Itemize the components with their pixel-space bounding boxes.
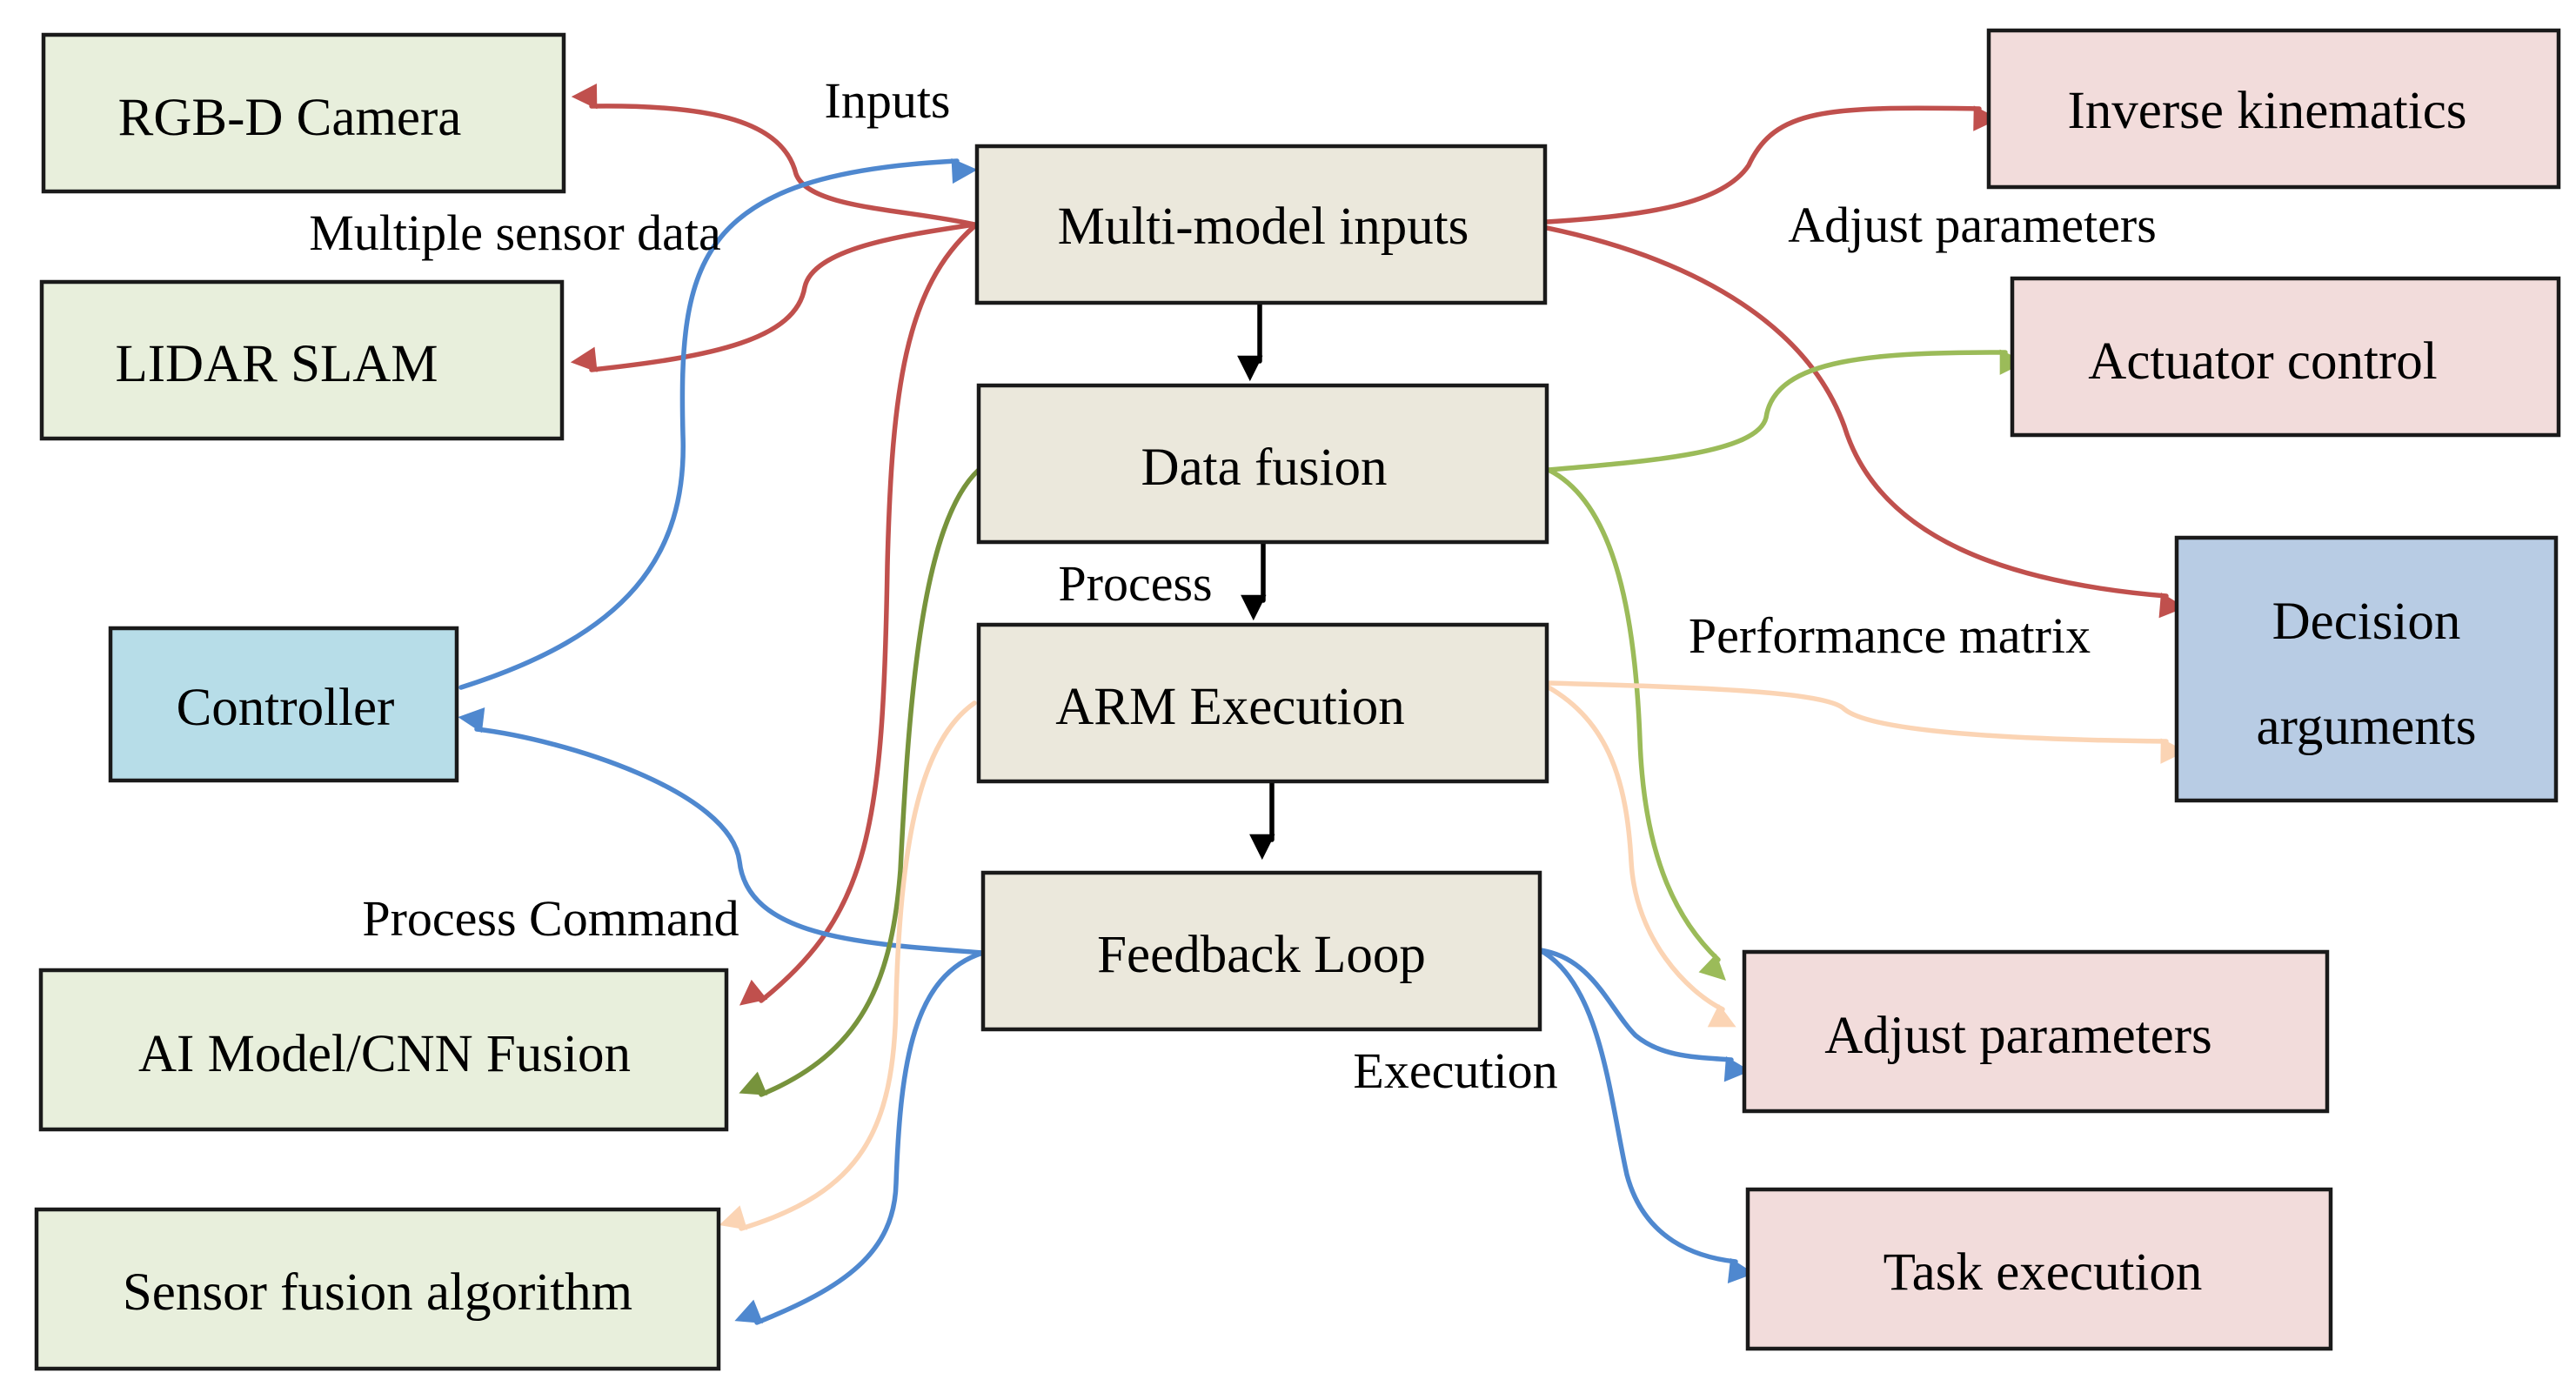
node-decision-arguments: Decision arguments bbox=[2174, 535, 2559, 803]
node-label: RGB-D Camera bbox=[118, 89, 462, 147]
node-feedback-loop: Feedback Loop bbox=[980, 870, 1542, 1032]
node-label-line2: arguments bbox=[2257, 698, 2477, 756]
connectors bbox=[458, 84, 2186, 1325]
node-adjust-parameters: Adjust parameters bbox=[1742, 949, 2330, 1114]
node-label: Task execution bbox=[1883, 1243, 2203, 1302]
node-data-fusion: Data fusion bbox=[976, 383, 1549, 545]
label-multiple-sensor-data: Multiple sensor data bbox=[309, 204, 721, 261]
label-adjust-parameters-top: Adjust parameters bbox=[1788, 197, 2157, 253]
label-performance-matrix: Performance matrix bbox=[1689, 607, 2091, 664]
node-rgbd-camera: RGB-D Camera bbox=[41, 32, 566, 194]
link-fusion-to-adjust bbox=[1546, 467, 1726, 981]
node-arm-execution: ARM Execution bbox=[976, 622, 1549, 784]
node-label: Actuator control bbox=[2088, 332, 2437, 391]
link-controller-to-multi bbox=[458, 157, 978, 690]
node-controller: Controller bbox=[108, 626, 459, 783]
link-multi-to-lidar bbox=[570, 222, 977, 372]
label-process-command: Process Command bbox=[362, 890, 739, 947]
link-fusion-to-actuator bbox=[1546, 349, 2026, 472]
node-label: Feedback Loop bbox=[1097, 926, 1426, 984]
link-multi-to-decision bbox=[1544, 225, 2186, 619]
node-ai-model: AI Model/CNN Fusion bbox=[38, 968, 729, 1132]
node-label: Multi-model inputs bbox=[1058, 198, 1469, 256]
link-arm-to-adjust bbox=[1546, 685, 1736, 1028]
label-execution: Execution bbox=[1353, 1042, 1557, 1099]
node-label: AI Model/CNN Fusion bbox=[138, 1025, 631, 1083]
link-multi-to-inverse bbox=[1544, 105, 1999, 224]
node-label: ARM Execution bbox=[1055, 678, 1405, 736]
label-inputs: Inputs bbox=[825, 72, 951, 129]
node-multi-model-inputs: Multi-model inputs bbox=[974, 144, 1548, 305]
node-label-line1: Decision bbox=[2272, 593, 2461, 651]
link-feedback-to-controller bbox=[458, 707, 986, 955]
link-fusion-to-ai bbox=[739, 467, 981, 1097]
node-label: LIDAR SLAM bbox=[115, 335, 438, 393]
node-actuator-control: Actuator control bbox=[2010, 276, 2561, 438]
label-process: Process bbox=[1058, 555, 1212, 612]
link-arm-to-sensor-fusion bbox=[719, 700, 977, 1231]
node-label: Sensor fusion algorithm bbox=[123, 1263, 632, 1322]
node-lidar-slam: LIDAR SLAM bbox=[39, 279, 565, 441]
link-feedback-to-sensor-fusion bbox=[734, 950, 986, 1325]
node-sensor-fusion: Sensor fusion algorithm bbox=[34, 1207, 721, 1371]
link-multi-to-ai bbox=[739, 224, 977, 1006]
link-feedback-to-task bbox=[1537, 948, 1755, 1284]
link-feedback-to-adjust bbox=[1537, 948, 1751, 1082]
node-inverse-kinematics: Inverse kinematics bbox=[1986, 28, 2561, 190]
node-label: Adjust parameters bbox=[1824, 1007, 2212, 1065]
node-label: Controller bbox=[177, 679, 395, 737]
node-label: Inverse kinematics bbox=[2067, 82, 2466, 140]
link-multi-to-rgbd bbox=[571, 84, 977, 227]
link-arm-to-decision bbox=[1546, 680, 2186, 764]
node-task-execution: Task execution bbox=[1745, 1187, 2333, 1351]
node-label: Data fusion bbox=[1141, 439, 1388, 497]
